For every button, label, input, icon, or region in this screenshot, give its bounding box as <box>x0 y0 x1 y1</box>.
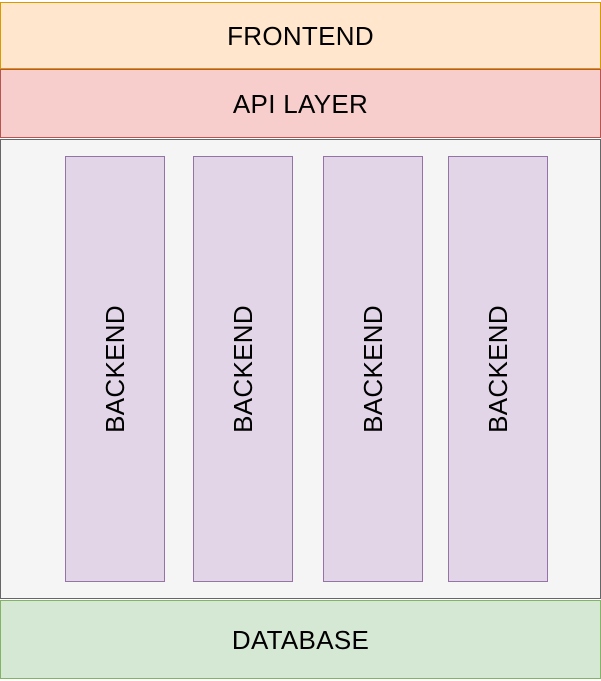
backend-layer-container: BACKEND BACKEND BACKEND BACKEND <box>0 139 601 599</box>
backend-service-box-2[interactable]: BACKEND <box>193 156 293 582</box>
backend-service-box-4[interactable]: BACKEND <box>448 156 548 582</box>
frontend-layer-label: FRONTEND <box>227 20 374 51</box>
backend-service-label-2: BACKEND <box>228 305 259 433</box>
database-layer-box[interactable]: DATABASE <box>0 600 601 679</box>
frontend-layer-box[interactable]: FRONTEND <box>0 2 601 69</box>
api-layer-label: API LAYER <box>232 88 369 119</box>
api-layer-box[interactable]: API LAYER <box>0 69 601 138</box>
database-layer-label: DATABASE <box>231 624 370 655</box>
backend-service-label-4: BACKEND <box>483 305 514 433</box>
backend-service-label-3: BACKEND <box>358 305 389 433</box>
backend-service-label-1: BACKEND <box>100 305 131 433</box>
backend-service-box-1[interactable]: BACKEND <box>65 156 165 582</box>
backend-service-box-3[interactable]: BACKEND <box>323 156 423 582</box>
